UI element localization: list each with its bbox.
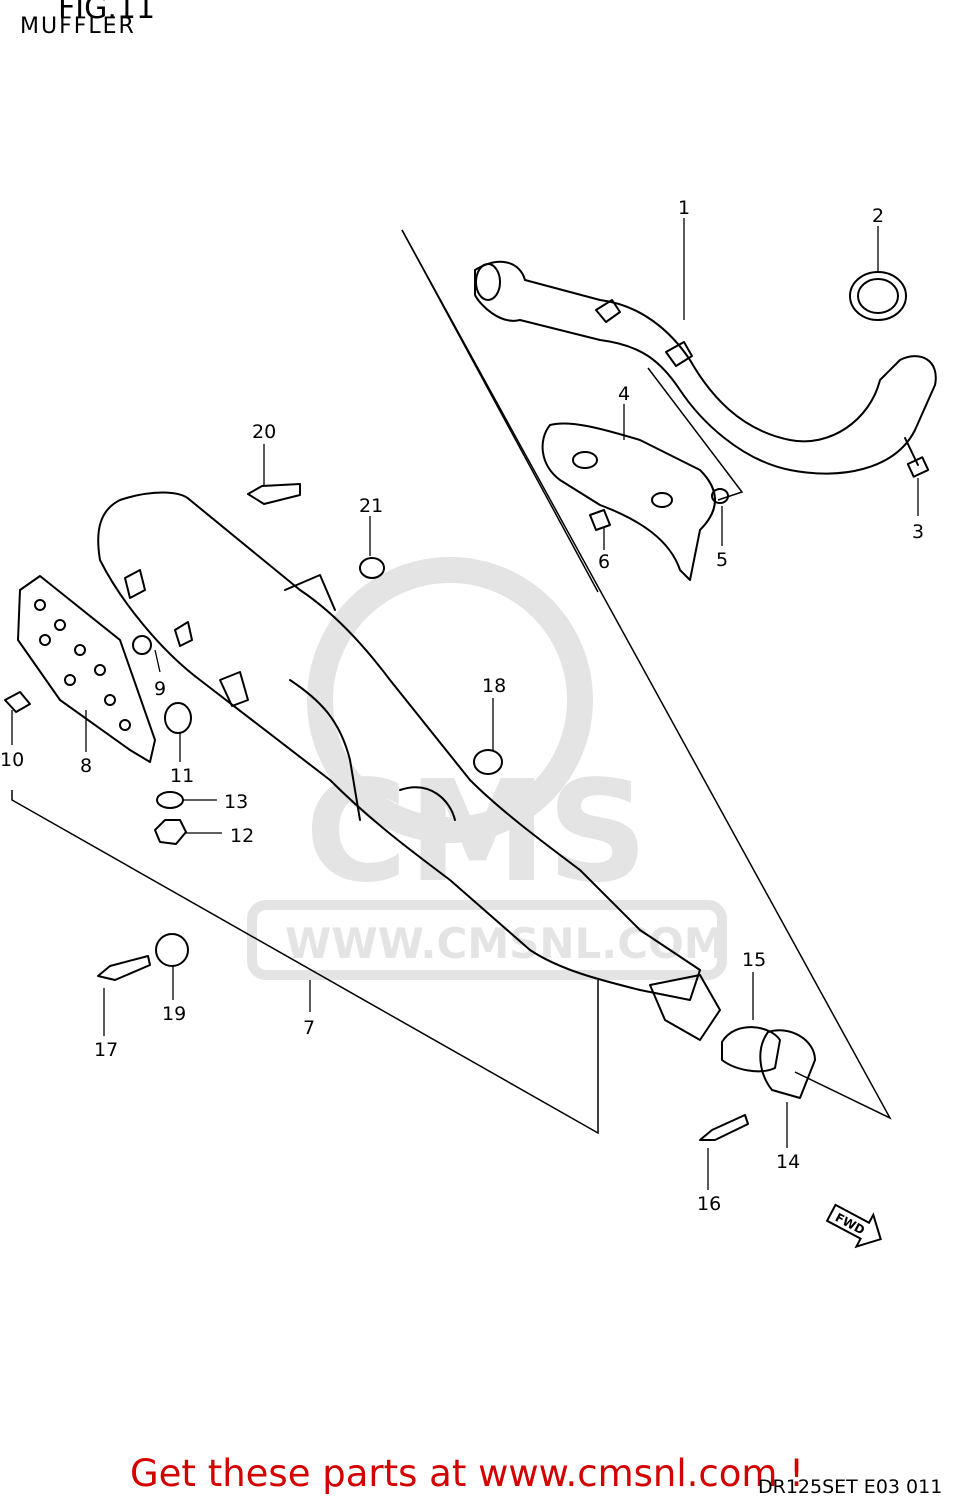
callout-19: 19 (162, 1003, 186, 1025)
figure-title: FIG.11 (58, 0, 156, 26)
cap-part-6 (589, 509, 611, 531)
callout-4: 4 (618, 383, 630, 405)
callout-7: 7 (303, 1017, 315, 1039)
heat-protector-part-4 (541, 422, 716, 581)
group-frame-lines (11, 229, 892, 1135)
bolt-part-20 (247, 483, 301, 505)
callout-20: 20 (252, 421, 276, 443)
exhaust-pipe-part-1 (474, 260, 937, 475)
callout-11: 11 (170, 765, 194, 787)
gasket-part-15 (721, 1026, 781, 1073)
heat-shield-plate-part-8 (17, 575, 156, 763)
callout-16: 16 (697, 1193, 721, 1215)
callout-2: 2 (872, 205, 884, 227)
clamp-part-14 (759, 1029, 816, 1099)
callout-8: 8 (80, 755, 92, 777)
callout-14: 14 (776, 1151, 800, 1173)
promo-text: Get these parts at www.cmsnl.com ! (130, 1452, 805, 1495)
gasket-ring-part-2 (849, 271, 907, 321)
bolt-part-17 (97, 955, 151, 981)
callout-6: 6 (598, 551, 610, 573)
callout-18: 18 (482, 675, 506, 697)
washer-part-5 (711, 488, 729, 504)
callout-5: 5 (716, 549, 728, 571)
forward-direction-icon: FWD (825, 1203, 882, 1249)
callout-12: 12 (230, 825, 254, 847)
nut-part-12 (154, 819, 187, 845)
bolt-part-16 (699, 1114, 749, 1141)
callout-9: 9 (154, 678, 166, 700)
nut-part-13 (156, 791, 184, 809)
reference-code: DR125SET E03 011 (758, 1476, 943, 1498)
grommet-part-11 (164, 702, 192, 734)
grommet-part-19 (155, 933, 189, 967)
callout-1: 1 (678, 197, 690, 219)
muffler-body-part-7 (97, 491, 721, 1041)
callout-10: 10 (0, 749, 24, 771)
callout-labels: 1 2 3 4 5 6 7 8 9 10 11 12 13 14 15 16 1… (0, 197, 924, 1215)
callout-21: 21 (359, 495, 383, 517)
watermark-brand: CMS (305, 751, 648, 914)
collar-part-18 (473, 749, 503, 775)
callout-3: 3 (912, 521, 924, 543)
callout-17: 17 (94, 1039, 118, 1061)
screw-part-10 (4, 691, 31, 713)
callout-15: 15 (742, 949, 766, 971)
leader-lines (11, 218, 919, 1190)
nut-part-21 (359, 557, 385, 579)
bolt-part-3 (904, 437, 930, 478)
figure-subtitle: MUFFLER (20, 14, 136, 39)
callout-13: 13 (224, 791, 248, 813)
washer-part-9 (132, 635, 152, 655)
